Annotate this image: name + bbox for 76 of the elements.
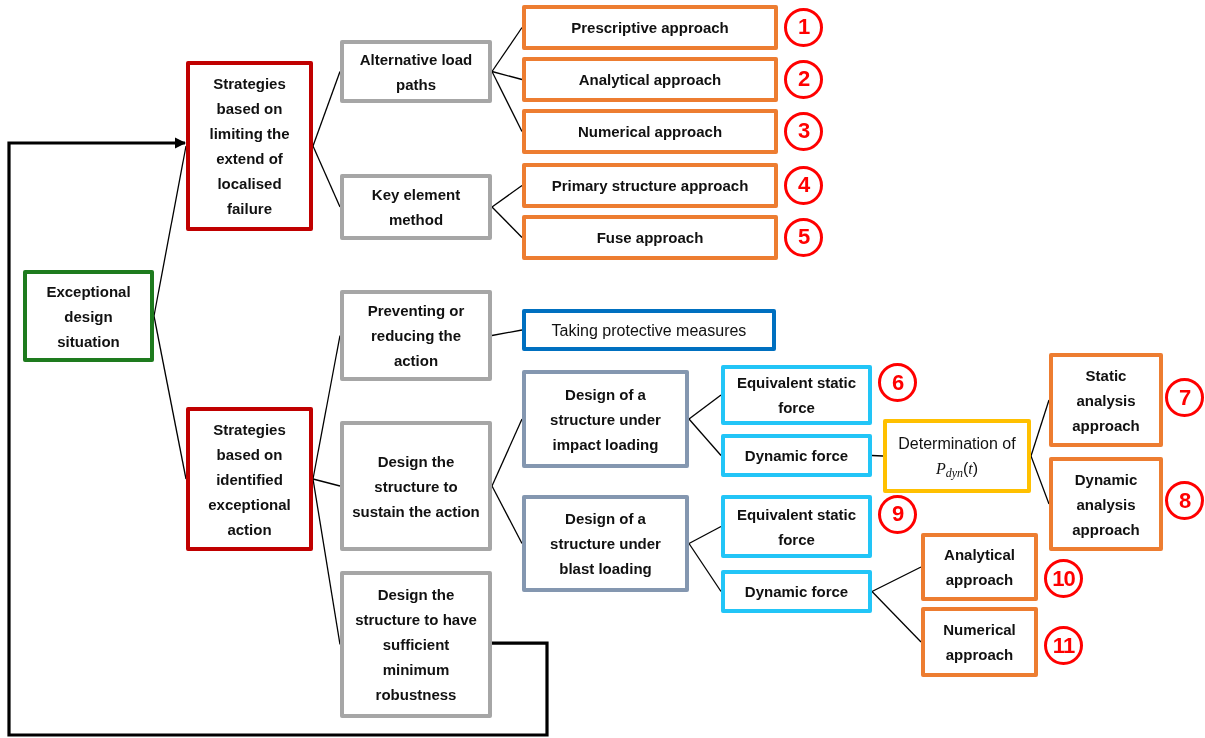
circled-number: 8 [1165,481,1204,520]
design-box [522,495,689,592]
approach-box [921,533,1038,601]
circled-number: 7 [1165,378,1204,417]
node-text: Equivalent static force [735,504,858,550]
node-text: Dynamic force [744,582,849,602]
node-text: Static analysis approach [1071,365,1141,436]
circled-number: 9 [878,494,917,534]
approach-box [522,109,778,154]
circled-number: 6 [878,363,917,402]
approach-box [1049,457,1163,551]
approach-box [522,163,778,208]
node-text: Analytical approach [578,70,722,90]
node-text: Design the structure to have sufficient minimum robustness [354,585,478,705]
approach-box [522,5,778,50]
circled-number: 4 [784,165,823,205]
node-text: Determination of P$_{dyn}$(t) [897,434,1017,481]
method-box [340,290,492,381]
connector-line [871,590,922,643]
connector-line [491,329,523,337]
circled-number: 2 [784,59,823,99]
connector-line [491,70,523,81]
node-text: Taking protective measures [551,320,747,341]
connector-line [312,478,341,487]
connector-line [688,394,722,420]
node-text: Numerical approach [577,122,723,142]
node-text: Design the structure to sustain the action [352,451,480,522]
node-text: Analytical approach [943,545,1016,590]
determination-box [883,419,1031,493]
strategy-box [186,61,313,231]
force-box [721,570,872,613]
connector-line [688,418,722,457]
connector-line [688,525,722,545]
approach-box [1049,353,1163,447]
force-box [721,365,872,425]
approach-box [921,607,1038,677]
node-text: Equivalent static force [735,373,858,418]
force-box [721,434,872,477]
feedback-arrow [7,137,549,737]
connector-line [491,26,523,73]
node-text: Prescriptive approach [571,18,729,38]
connector-line [871,566,922,593]
connector-line [688,542,722,593]
connector-line [871,454,884,457]
force-box [721,495,872,558]
connector-line [491,485,523,545]
node-text: Exceptional design situation [45,281,132,352]
node-text: Alternative load paths [358,49,474,95]
method-box [340,421,492,551]
measure-box [522,309,776,351]
node-text: Design of a structure under impact loading [549,384,662,455]
node-text: Design of a structure under blast loading [549,509,662,579]
approach-box [522,57,778,102]
start-box [23,270,154,362]
connector-line [491,206,523,239]
approach-box [522,215,778,260]
circled-number: 1 [784,7,823,47]
node-text: Preventing or reducing the action [366,301,466,371]
method-box [340,571,492,718]
circled-number: 3 [784,111,823,151]
node-text: Strategies based on identified exceptional action [207,419,292,540]
design-box [522,370,689,468]
connector-line [491,184,523,208]
circled-number: 5 [784,217,823,257]
circled-number: 11 [1044,626,1083,665]
node-text: Strategies based on limiting the extend of localised failure [208,74,291,219]
node-text: Dynamic analysis approach [1071,469,1141,540]
node-text: Primary structure approach [551,176,749,196]
node-text: Numerical approach [942,620,1017,665]
method-box [340,174,492,240]
circled-number: 10 [1044,559,1083,598]
node-text: Dynamic force [744,446,849,466]
strategy-box [186,407,313,551]
method-box [340,40,492,103]
node-text: Key element method [370,185,462,230]
node-text: Fuse approach [596,228,704,248]
